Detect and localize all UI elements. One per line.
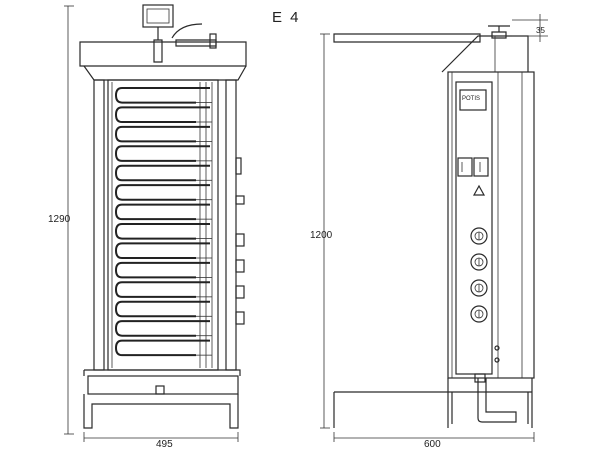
- heater-coil: [114, 106, 210, 123]
- top-control-box: [142, 4, 174, 28]
- side-body: [447, 71, 535, 379]
- skewer-motor: [153, 27, 163, 63]
- drain-pipe: [477, 378, 517, 423]
- right-rail: [225, 79, 237, 371]
- front-width-label: 495: [156, 439, 173, 450]
- front-knob: [235, 311, 245, 325]
- side-knobs: [470, 227, 488, 323]
- heater-coil: [114, 184, 210, 201]
- side-top-rail: [333, 33, 481, 43]
- heater-coil: [114, 145, 210, 162]
- side-knob-icon: [470, 305, 488, 323]
- heater-coil: [114, 87, 210, 104]
- drip-tray: [87, 375, 239, 395]
- side-height-label: 1200: [310, 230, 333, 241]
- front-top-cap: [79, 41, 247, 67]
- heater-coil: [114, 223, 210, 240]
- heater-coil: [114, 242, 210, 259]
- side-top-dim-label: 35: [536, 26, 545, 35]
- panel-label: POTIS: [462, 96, 480, 102]
- side-depth-label: 600: [424, 439, 441, 450]
- side-knob-icon: [470, 279, 488, 297]
- left-rail: [93, 79, 105, 371]
- front-knob: [235, 285, 245, 299]
- heater-coil: [114, 339, 210, 357]
- heater-coils: [114, 87, 212, 357]
- model-title: E 4: [272, 9, 301, 26]
- heater-coil: [114, 203, 210, 221]
- side-view: POTIS 1200 600 35: [310, 14, 548, 450]
- front-height-label: 1290: [48, 214, 71, 225]
- heater-coil: [114, 300, 210, 318]
- side-base: [333, 378, 533, 428]
- side-knob-icon: [470, 227, 488, 245]
- switch-left: [457, 157, 473, 177]
- front-knob: [235, 233, 245, 247]
- side-knob-icon: [470, 253, 488, 271]
- front-legs: [83, 394, 239, 429]
- side-switch: [235, 157, 242, 175]
- heater-coil: [114, 320, 210, 337]
- front-view: 1290 495: [48, 4, 247, 450]
- control-panel: [455, 81, 493, 375]
- heater-coil: [114, 125, 210, 143]
- heater-coil: [114, 261, 210, 279]
- switch-right: [473, 157, 489, 177]
- heater-coil: [114, 164, 210, 182]
- label-plate: [459, 89, 487, 111]
- warning-sign-icon: [472, 184, 486, 196]
- front-knob: [235, 259, 245, 273]
- heater-coil: [114, 281, 210, 298]
- front-knobs: [235, 233, 245, 325]
